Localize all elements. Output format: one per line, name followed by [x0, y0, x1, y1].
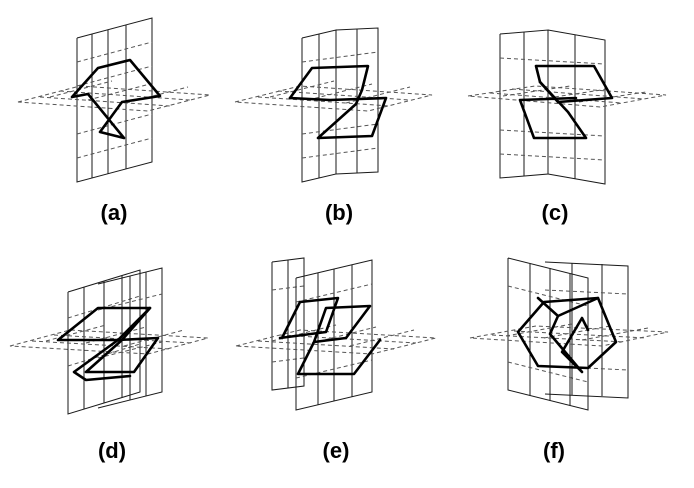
panel-e: (e)	[235, 257, 437, 463]
panel-label-d: (d)	[98, 438, 126, 463]
panel-label-f: (f)	[543, 438, 565, 463]
cycle-path-outer	[278, 296, 340, 340]
vertical-plane-right	[544, 261, 629, 399]
horizontal-plane	[17, 80, 211, 112]
panel-label-a: (a)	[101, 200, 128, 225]
vertical-plane	[499, 29, 606, 185]
panel-a: (a)	[17, 17, 211, 225]
panel-label-c: (c)	[542, 200, 569, 225]
panel-f: (f)	[469, 257, 669, 463]
cycle-path	[534, 64, 614, 104]
horizontal-plane	[467, 85, 667, 108]
panel-label-e: (e)	[323, 438, 350, 463]
cycle-path	[70, 58, 162, 140]
vertical-plane	[301, 27, 379, 183]
cycle-path-upper	[288, 64, 370, 106]
cycle-path-inner	[296, 304, 382, 376]
vertical-plane-front	[67, 269, 141, 415]
horizontal-plane	[234, 80, 433, 112]
panel-c: (c)	[467, 29, 667, 225]
cycle-path-inner	[536, 296, 600, 374]
vertical-plane	[76, 17, 153, 183]
cycle-path-lower	[72, 306, 160, 382]
panel-b: (b)	[234, 27, 433, 225]
cycle-path-lower	[288, 96, 388, 140]
cycle-path-lower	[518, 80, 588, 140]
horizontal-plane	[469, 323, 669, 347]
panel-d: (d)	[9, 267, 209, 463]
panel-label-b: (b)	[325, 200, 353, 225]
